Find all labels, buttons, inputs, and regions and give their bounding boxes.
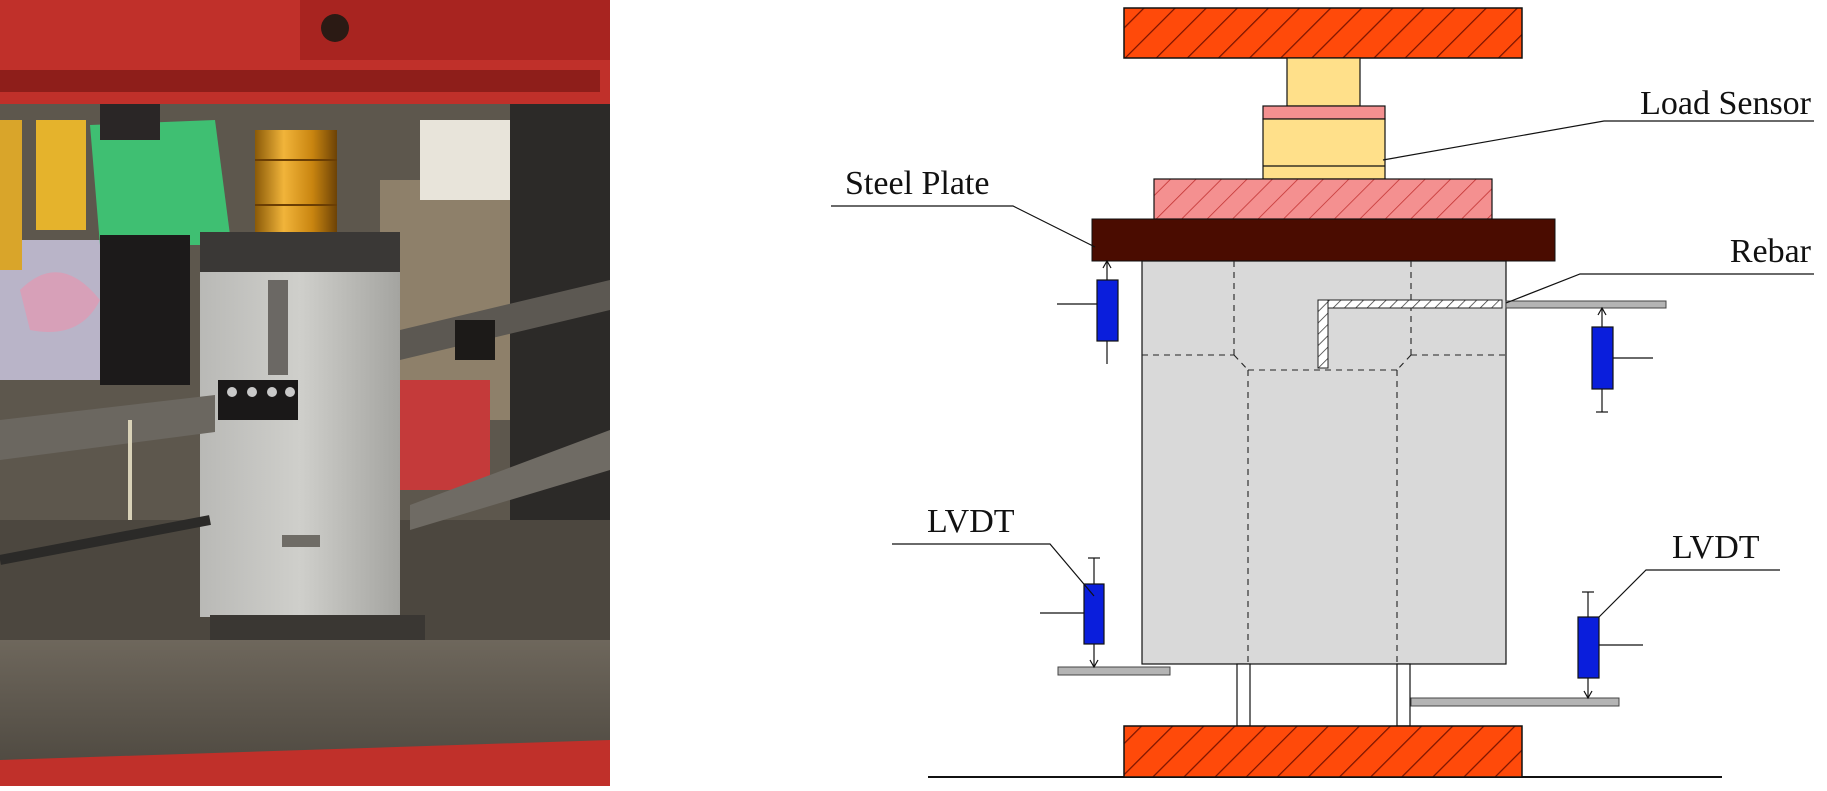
schematic-diagram: Load Sensor Steel Plate Rebar LVDT LVDT (831, 7, 1814, 778)
photo-left-beam (0, 395, 215, 460)
photo-frame-underside (0, 70, 600, 92)
photo-yellow-post (36, 120, 86, 230)
load-sensor (1262, 118, 1386, 180)
photo-right-rail (400, 280, 610, 360)
label-rebar: Rebar (1730, 233, 1812, 270)
leader-lines (831, 120, 1814, 618)
lvdt-top-left (1057, 259, 1119, 364)
photo-right-beam (410, 430, 610, 530)
load-transfer-block (1286, 57, 1361, 107)
photo-white-box (420, 120, 510, 200)
lvdt-top-right (1591, 306, 1653, 413)
internal-dashed-lines (1142, 261, 1506, 664)
photo-red-frame-bottom (0, 740, 610, 786)
photo-frame-beam (300, 0, 610, 60)
embedded-rebar (1317, 299, 1503, 309)
lvdt-bottom-right (1577, 591, 1643, 700)
photo-yellow-post (0, 120, 22, 270)
photo-notch (282, 535, 320, 547)
top-platen (1123, 7, 1523, 59)
left-reference-plate (1057, 666, 1171, 676)
photo-person-head (100, 100, 160, 140)
lvdt-bottom-left (1040, 557, 1105, 669)
bearing-plate (1153, 178, 1493, 220)
label-steel-plate: Steel Plate (845, 165, 989, 202)
label-lvdt-right: LVDT (1672, 529, 1760, 566)
right-reference-plate (1410, 697, 1620, 707)
support-posts (1236, 663, 1411, 727)
rebar-extension (1505, 300, 1667, 309)
photo-person-shirt (90, 120, 230, 245)
photo-steel-plate (200, 232, 400, 274)
photo-hydraulic-cylinder (255, 130, 337, 240)
label-lvdt-left: LVDT (927, 503, 1015, 540)
label-load-sensor: Load Sensor (1640, 85, 1812, 122)
steel-plate (1091, 218, 1556, 262)
photo-pink-cloth (20, 272, 100, 332)
load-sensor-band (1262, 105, 1386, 120)
test-setup-photo (0, 0, 610, 786)
photo-rebar-slot (268, 280, 288, 375)
photo-bolt (321, 14, 349, 42)
photo-specimen (200, 272, 400, 617)
photo-red-cabinet (400, 380, 490, 490)
photo-person-pants (100, 235, 190, 385)
rebar-hook (1317, 299, 1329, 369)
photo-lvdt-right (455, 320, 495, 360)
bottom-platen (1123, 725, 1523, 778)
photo-lvdt-clamp (218, 380, 298, 420)
